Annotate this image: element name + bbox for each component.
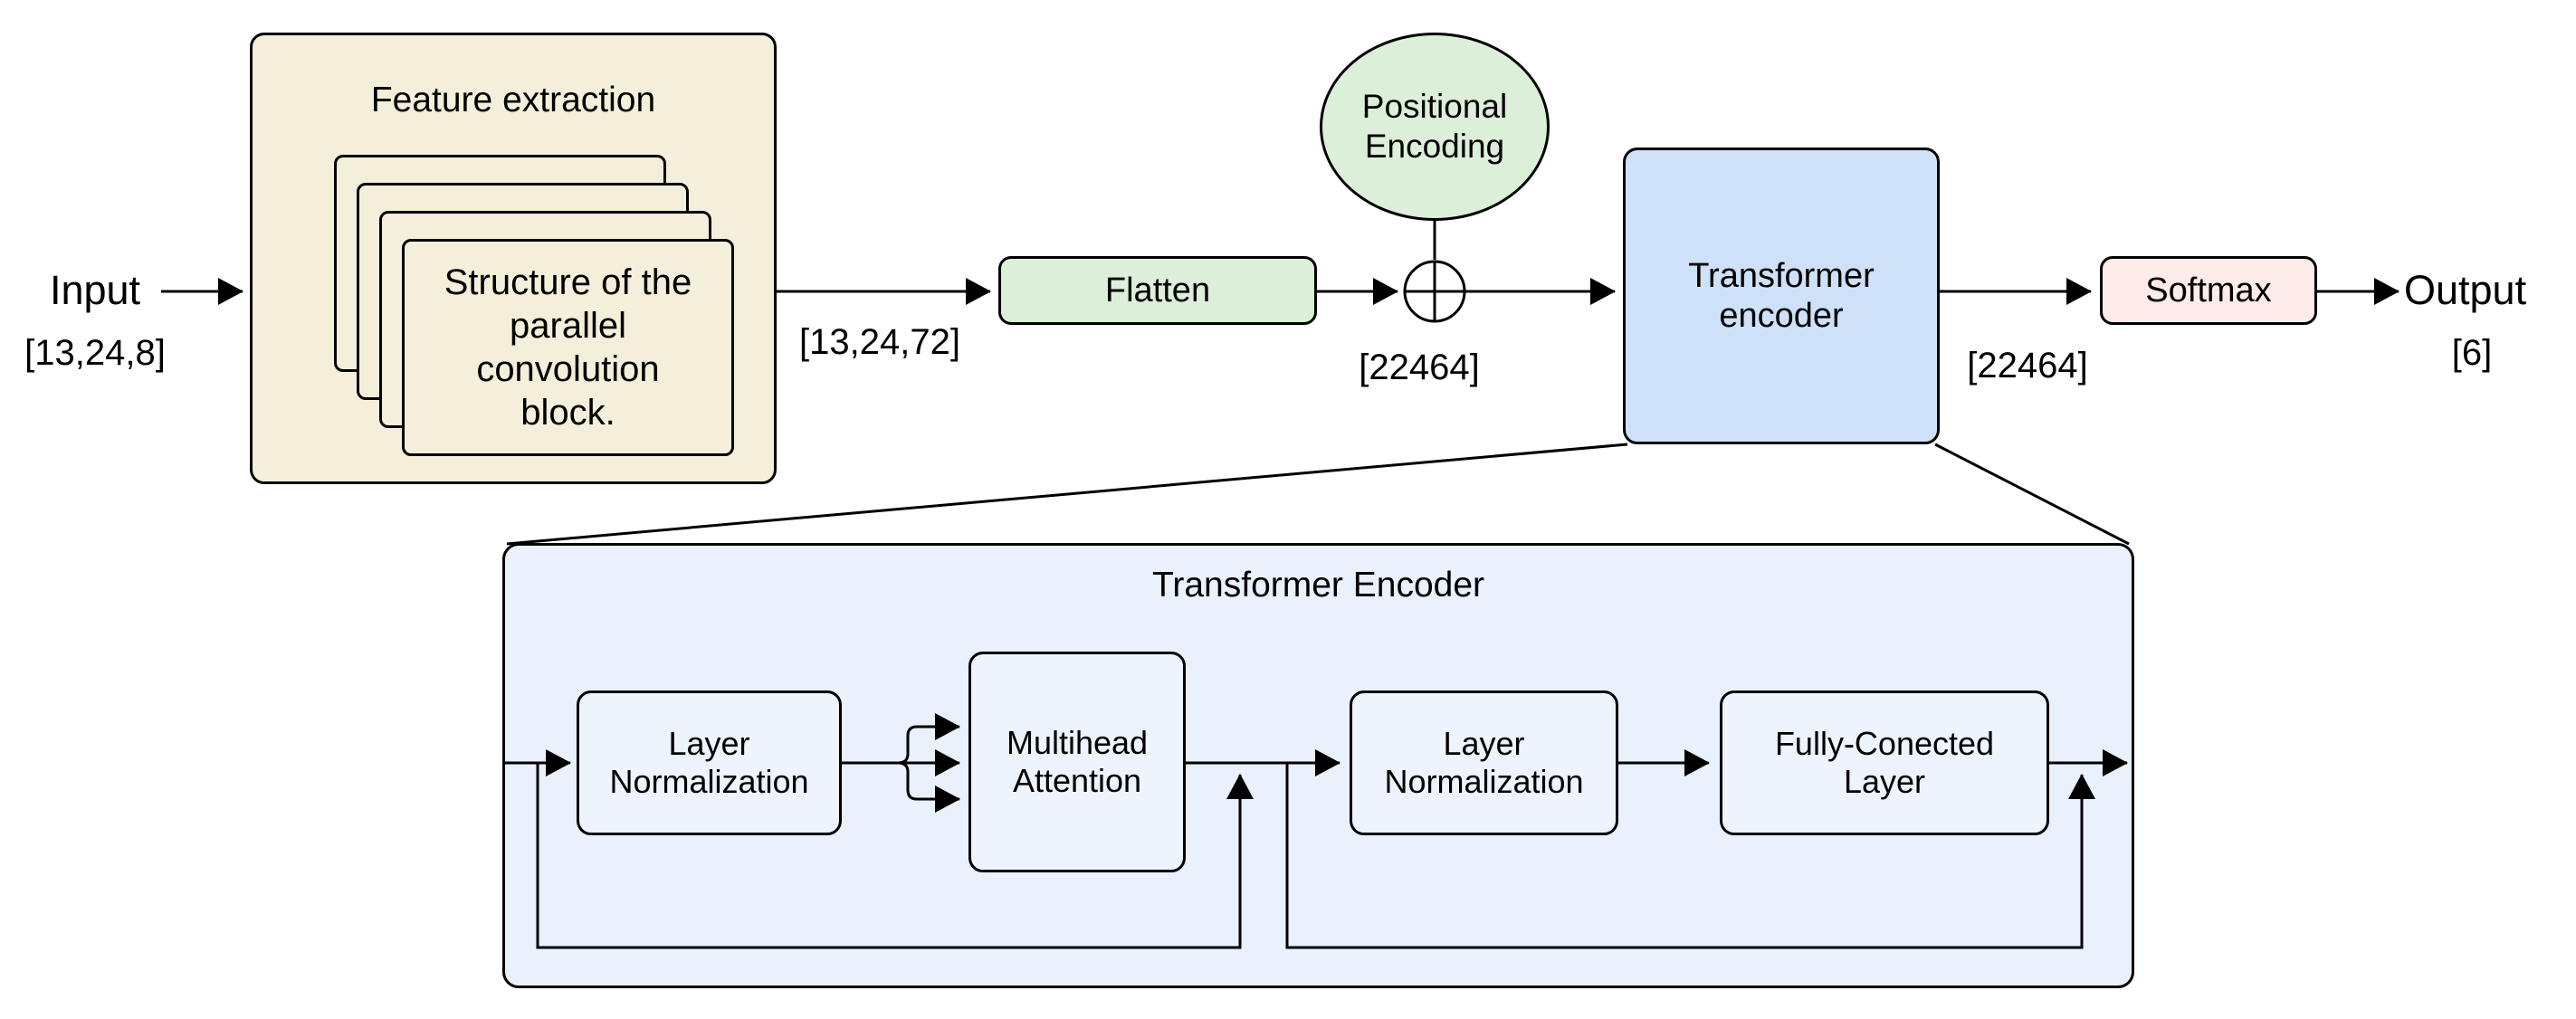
encoder-detail-title: Transformer Encoder xyxy=(1151,566,1484,605)
input-dims-label: [13,24,8] xyxy=(24,333,166,373)
sum-circle-plus-icon xyxy=(1403,260,1466,323)
output-label: Output xyxy=(2404,267,2527,313)
feature-extraction-title: Feature extraction xyxy=(370,81,656,119)
expansion-line-right xyxy=(1934,443,2130,546)
sum-out-dims-label: [22464] xyxy=(1359,348,1480,387)
encoder-out-dims-label: [22464] xyxy=(1967,346,2088,386)
wire-residual-skip-1 xyxy=(536,763,1254,949)
fully-connected-box: Fully-Conected Layer xyxy=(1720,690,2049,835)
multihead-attention-box: Multihead Attention xyxy=(968,652,1186,872)
conv-card-front: Structure of the parallel convolution bl… xyxy=(402,239,734,456)
wire-split-key xyxy=(897,761,960,813)
flatten-box: Flatten xyxy=(998,256,1317,325)
transformer-encoder-box: Transformer encoder xyxy=(1623,148,1940,444)
wire-residual-skip-2 xyxy=(1285,763,2095,949)
positional-encoding-ellipse: Positional Encoding xyxy=(1320,33,1550,221)
layer-norm-1-box: Layer Normalization xyxy=(577,690,842,835)
input-label: Input xyxy=(49,267,141,313)
output-dims-label: [6] xyxy=(2451,333,2493,373)
softmax-box: Softmax xyxy=(2100,256,2317,325)
wire-split-query xyxy=(897,713,960,765)
feature-out-dims-label: [13,24,72] xyxy=(799,322,960,362)
expansion-line-left xyxy=(506,443,1628,546)
layer-norm-2-box: Layer Normalization xyxy=(1350,690,1618,835)
